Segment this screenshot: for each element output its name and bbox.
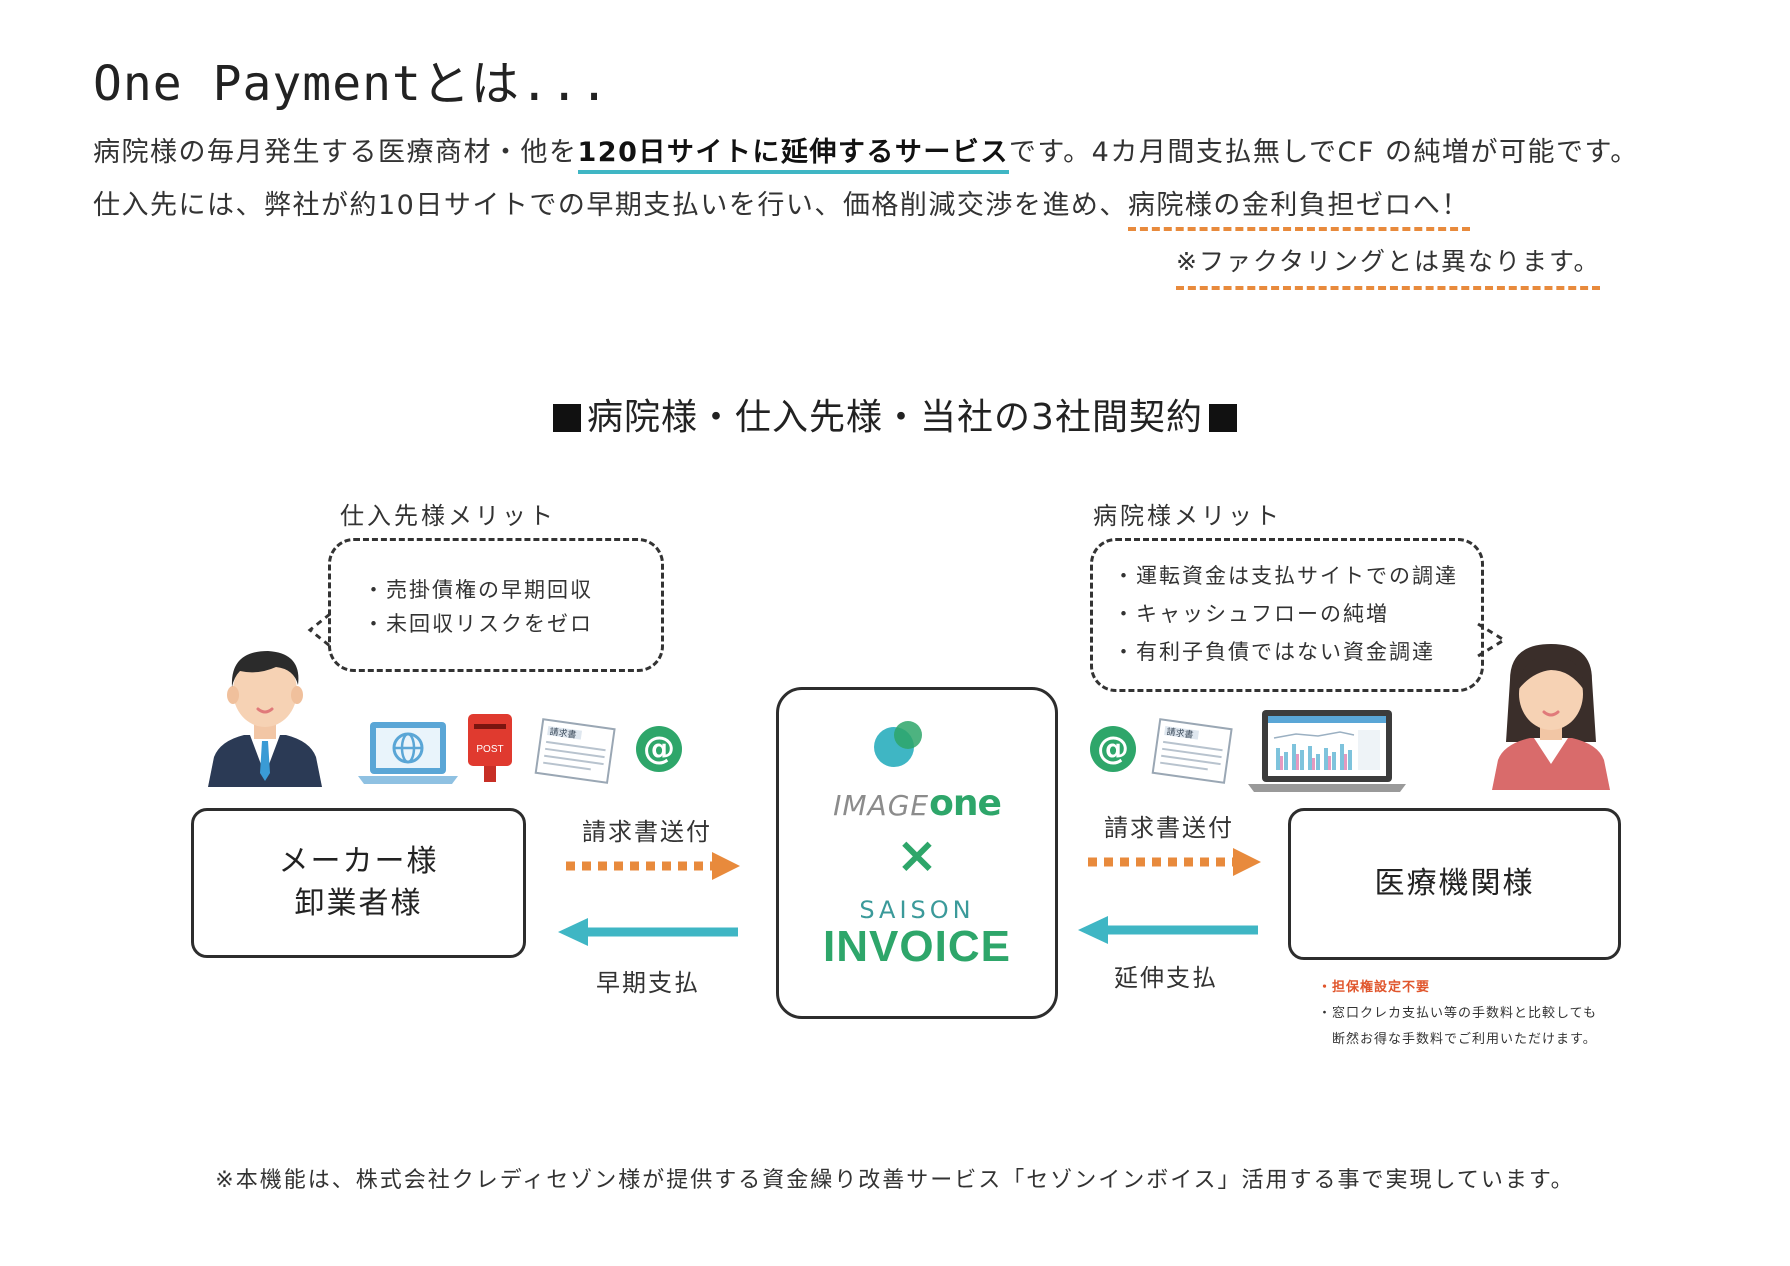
cross-icon: × — [896, 826, 938, 884]
post-box-icon: POST — [468, 714, 512, 782]
left-invoice-label: 請求書送付 — [582, 818, 712, 846]
laptop-dashboard-icon — [1248, 710, 1406, 792]
intro-line-1-after: です。4カ月間支払無しでCF の純増が可能です。 — [1008, 137, 1639, 168]
footer-note: ※本機能は、株式会社クレディセゾン様が提供する資金繰り改善サービス「セゾンインボ… — [215, 1168, 1575, 1193]
hospital-merit-bubble: 運転資金は支払サイトでの調達 キャッシュフローの純増 有利子負債ではない資金調達 — [1090, 538, 1484, 692]
supplier-merit-item: 未回収リスクをゼロ — [363, 607, 661, 641]
saison-logo-top: SAISON — [859, 896, 975, 924]
hospital-merit-item: 有利子負債ではない資金調達 — [1113, 633, 1481, 671]
saison-logo-bottom: INVOICE — [823, 922, 1011, 971]
hospital-merit-heading: 病院様メリット — [1093, 502, 1282, 530]
supplier-merit-heading: 仕入先様メリット — [340, 502, 556, 530]
imageone-logo-plain: IMAGE — [833, 789, 930, 822]
page-title: One Paymentとは... — [93, 56, 610, 112]
invoice-doc-label: 請求書 — [549, 725, 577, 741]
supplier-box: メーカー様 卸業者様 — [191, 808, 526, 958]
intro-line-1-before: 病院様の毎月発生する医療商材・他を — [93, 137, 578, 168]
right-payment-arrow — [1078, 916, 1258, 944]
imageone-logo-mark — [874, 721, 922, 767]
supplier-box-line2: 卸業者様 — [294, 886, 423, 921]
intro-line-2-before: 仕入先には、弊社が約10日サイトでの早期支払いを行い、価格削減交渉を進め、 — [93, 190, 1128, 221]
supplier-merit-bubble: 売掛債権の早期回収 未回収リスクをゼロ — [328, 538, 664, 672]
intro-line-2-highlight: 病院様の金利負担ゼロへ！ — [1127, 190, 1470, 231]
imageone-logo-bold: one — [929, 783, 1002, 824]
email-at-icon: @ — [1090, 726, 1136, 772]
diagram-title-text: 病院様・仕入先様・当社の3社間契約 — [587, 397, 1203, 438]
hospital-merit-item: 運転資金は支払サイトでの調達 — [1113, 557, 1481, 595]
supplier-merit-list: 売掛債権の早期回収 未回収リスクをゼロ — [331, 541, 661, 641]
intro-line-1-highlight: 120日サイトに延伸するサービス — [577, 137, 1009, 174]
center-service-box — [776, 687, 1058, 1019]
businesswoman-avatar-icon — [1492, 644, 1610, 790]
right-invoice-arrow — [1088, 848, 1261, 876]
email-at-icon: @ — [636, 726, 682, 772]
supplier-merit-item: 売掛債権の早期回収 — [363, 573, 661, 607]
factoring-note: ※ファクタリングとは異なります。 — [1176, 242, 1601, 290]
hospital-note-1: ・担保権設定不要 — [1318, 980, 1431, 995]
hospital-box: 医療機関様 — [1288, 808, 1621, 960]
diagram-title: 病院様・仕入先様・当社の3社間契約 — [0, 388, 1790, 440]
black-square-icon — [553, 404, 582, 432]
post-label: POST — [476, 744, 503, 755]
invoice-document-icon: 請求書 — [534, 718, 616, 784]
hospital-note-2: ・窓口クレカ支払い等の手数料と比較しても — [1318, 1006, 1597, 1021]
hospital-merit-item: キャッシュフローの純増 — [1113, 595, 1481, 633]
hospital-box-label: 医療機関様 — [1374, 866, 1535, 901]
hospital-merit-list: 運転資金は支払サイトでの調達 キャッシュフローの純増 有利子負債ではない資金調達 — [1093, 541, 1481, 671]
intro-line-1: 病院様の毎月発生する医療商材・他を120日サイトに延伸するサービスです。4カ月間… — [93, 130, 1639, 174]
invoice-document-icon: 請求書 — [1151, 718, 1233, 784]
left-payment-label: 早期支払 — [596, 969, 700, 997]
businessman-avatar-icon — [208, 651, 322, 787]
imageone-logo-text: IMAGEone — [776, 783, 1058, 824]
left-payment-arrow — [558, 918, 738, 946]
invoice-doc-label: 請求書 — [1166, 725, 1194, 741]
intro-line-2: 仕入先には、弊社が約10日サイトでの早期支払いを行い、価格削減交渉を進め、病院様… — [93, 183, 1470, 231]
supplier-box-line1: メーカー様 — [278, 844, 439, 879]
left-invoice-arrow — [566, 852, 740, 880]
right-invoice-label: 請求書送付 — [1104, 814, 1234, 842]
supplier-bubble-tail — [307, 612, 331, 648]
right-payment-label: 延伸支払 — [1114, 964, 1218, 992]
laptop-globe-icon — [358, 722, 458, 784]
hospital-note-3: 断然お得な手数料でご利用いただけます。 — [1332, 1032, 1597, 1047]
black-square-icon — [1208, 404, 1237, 432]
